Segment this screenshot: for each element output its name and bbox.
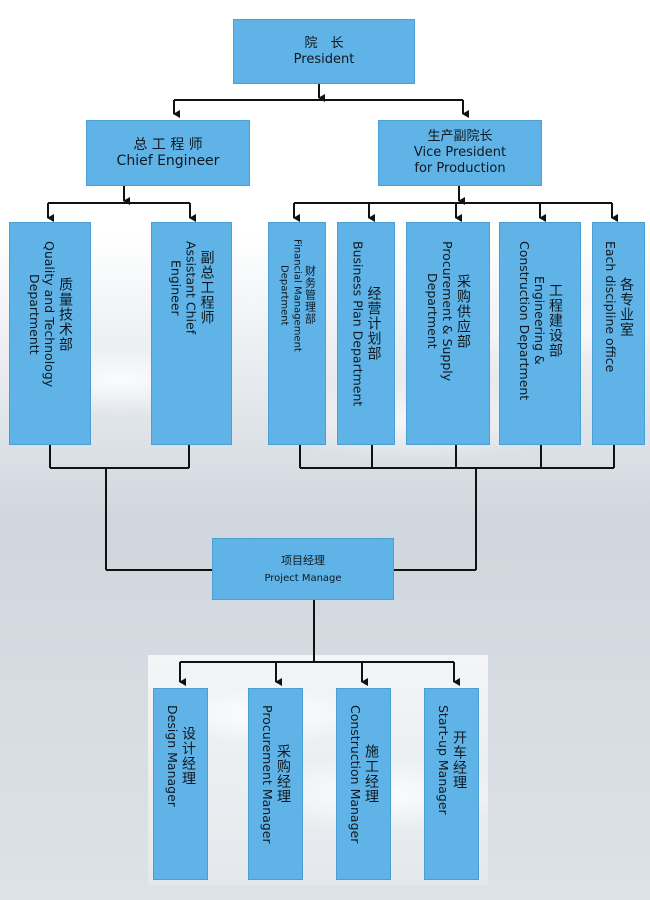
procurement-manager-box: 采购经理 Procurement Manager	[248, 688, 303, 880]
president-en: President	[293, 51, 355, 67]
quality-zh: 质量技术部	[57, 276, 73, 352]
startup-manager-zh: 开车经理	[451, 729, 467, 790]
quality-technology-department-box: 质量技术部 Quality and Technology Departmentt	[9, 222, 91, 445]
procurement-supply-department-box: 采购供应部 Procurement & Supply Department	[406, 222, 490, 445]
design-manager-zh: 设计经理	[180, 725, 196, 786]
financial-management-department-box: 财务管理部 Financial Management Department	[268, 222, 326, 445]
project-manage-zh: 项目经理	[281, 554, 325, 567]
assistant-en2: Engineer	[168, 259, 184, 316]
procurement-supply-label: 采购供应部 Procurement & Supply Department	[425, 241, 471, 381]
design-manager-box: 设计经理 Design Manager	[153, 688, 208, 880]
business-plan-label: 经营计划部 Business Plan Department	[351, 241, 382, 406]
quality-en1: Quality and Technology	[42, 241, 57, 388]
business-zh: 经营计划部	[365, 286, 382, 362]
assistant-chief-engineer-label: 副总工程师 Assistant Chief Engineer	[169, 241, 215, 334]
vice-president-box: 生产副院长 Vice President for Production	[378, 120, 542, 186]
quality-en2: Departmentt	[27, 273, 42, 355]
startup-manager-label: 开车经理 Start-up Manager	[436, 705, 467, 815]
vice-president-en2: for Production	[414, 161, 506, 176]
construction-manager-box: 施工经理 Construction Manager	[336, 688, 391, 880]
assistant-chief-engineer-box: 副总工程师 Assistant Chief Engineer	[151, 222, 232, 445]
project-manage-en: Project Manage	[264, 573, 342, 584]
quality-technology-label: 质量技术部 Quality and Technology Departmentt	[27, 241, 73, 387]
president-box: 院 长 President	[233, 19, 415, 84]
assistant-en1: Assistant Chief	[183, 241, 199, 335]
chief-engineer-zh: 总 工 程 师	[133, 137, 203, 153]
financial-en1: Financial Management	[291, 239, 303, 352]
chief-engineer-en: Chief Engineer	[116, 153, 220, 169]
procurement-manager-zh: 采购经理	[275, 744, 291, 805]
financial-zh: 财务管理部	[303, 265, 317, 326]
project-manage-box: 项目经理 Project Manage	[212, 538, 394, 600]
design-manager-label: 设计经理 Design Manager	[165, 705, 196, 807]
startup-manager-box: 开车经理 Start-up Manager	[424, 688, 479, 880]
assistant-zh: 副总工程师	[198, 250, 215, 326]
business-plan-department-box: 经营计划部 Business Plan Department	[337, 222, 395, 445]
procurement-en2: Department	[425, 273, 440, 349]
discipline-en1: Each discipline office	[603, 241, 618, 373]
financial-en2: Department	[278, 265, 290, 326]
engineering-zh: 工程建设部	[547, 283, 563, 359]
engineering-construction-label: 工程建设部 Engineering & Construction Departm…	[517, 241, 563, 400]
engineering-construction-department-box: 工程建设部 Engineering & Construction Departm…	[499, 222, 581, 445]
procurement-manager-label: 采购经理 Procurement Manager	[260, 705, 291, 844]
construction-manager-zh: 施工经理	[363, 744, 379, 805]
business-en1: Business Plan Department	[350, 241, 366, 407]
procurement-manager-en: Procurement Manager	[260, 705, 275, 844]
financial-management-label: 财务管理部 Financial Management Department	[278, 239, 317, 352]
startup-manager-en: Start-up Manager	[436, 705, 451, 815]
vice-president-zh: 生产副院长	[427, 129, 493, 144]
vice-president-en1: Vice President	[413, 145, 507, 160]
each-discipline-office-label: 各专业室 Each discipline office	[603, 241, 634, 372]
engineering-en1: Engineering &	[532, 276, 547, 365]
discipline-zh: 各专业室	[618, 276, 634, 337]
construction-manager-en: Construction Manager	[348, 705, 363, 844]
president-zh: 院 长	[304, 35, 344, 51]
chief-engineer-box: 总 工 程 师 Chief Engineer	[86, 120, 250, 186]
construction-manager-label: 施工经理 Construction Manager	[348, 705, 379, 843]
design-manager-en: Design Manager	[165, 705, 180, 807]
procurement-en1: Procurement & Supply	[440, 241, 455, 382]
engineering-en2: Construction Department	[517, 241, 532, 401]
procurement-zh: 采购供应部	[455, 273, 471, 349]
each-discipline-office-box: 各专业室 Each discipline office	[592, 222, 645, 445]
